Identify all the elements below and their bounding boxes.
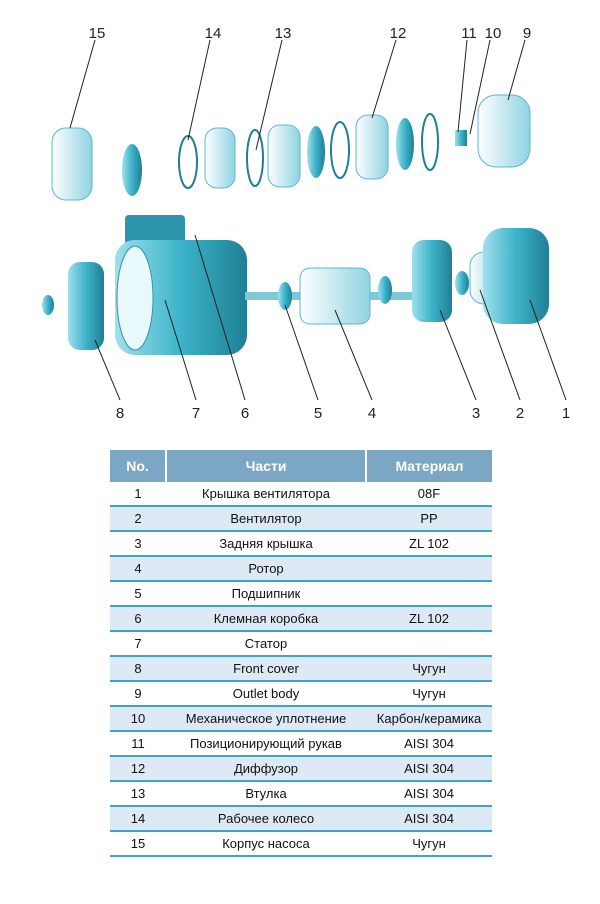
- cell-number: 12: [110, 756, 166, 782]
- callout-12: 12: [390, 25, 407, 42]
- cell-material: Чугун: [366, 681, 492, 707]
- cell-material: Чугун: [366, 831, 492, 857]
- cell-part: Задняя крышка: [166, 531, 366, 557]
- cell-part: Позиционирующий рукав: [166, 731, 366, 757]
- cell-number: 9: [110, 681, 166, 707]
- callout-10: 10: [485, 25, 502, 42]
- cell-part: Подшипник: [166, 581, 366, 607]
- cell-number: 1: [110, 482, 166, 507]
- cell-material: Карбон/керамика: [366, 706, 492, 732]
- cell-number: 3: [110, 531, 166, 557]
- cell-number: 13: [110, 781, 166, 807]
- cell-number: 7: [110, 631, 166, 657]
- cell-part: Втулка: [166, 781, 366, 807]
- callout-3: 3: [472, 405, 480, 422]
- pump-parts-top: [51, 94, 531, 201]
- header-material: Материал: [365, 450, 492, 482]
- cell-material: AISI 304: [366, 731, 492, 757]
- front-cover-part: [68, 262, 104, 350]
- o-ring-part: [178, 135, 198, 189]
- cell-material: PP: [366, 506, 492, 532]
- cell-material: 08F: [366, 482, 492, 507]
- cell-number: 5: [110, 581, 166, 607]
- header-part: Части: [165, 450, 366, 482]
- callout-11: 11: [461, 25, 477, 42]
- header-no: No.: [110, 450, 166, 482]
- cell-part: Вентилятор: [166, 506, 366, 532]
- cell-part: Механическое уплотнение: [166, 706, 366, 732]
- impeller-part: [122, 144, 142, 196]
- cell-material: Чугун: [366, 656, 492, 682]
- callout-7: 7: [192, 405, 200, 422]
- leader-lines: [69, 39, 567, 401]
- callout-8: 8: [116, 405, 124, 422]
- cell-material: AISI 304: [366, 781, 492, 807]
- cell-part: Ротор: [166, 556, 366, 582]
- cell-number: 2: [110, 506, 166, 532]
- cell-part: Крышка вентилятора: [166, 482, 366, 507]
- cell-part: Рабочее колесо: [166, 806, 366, 832]
- cell-material: ZL 102: [366, 606, 492, 632]
- cell-number: 11: [110, 731, 166, 757]
- pump-parts-bottom: [42, 215, 549, 355]
- cell-number: 6: [110, 606, 166, 632]
- cell-material: AISI 304: [366, 756, 492, 782]
- callout-15: 15: [89, 25, 106, 42]
- cell-part: Front cover: [166, 656, 366, 682]
- callout-4: 4: [368, 405, 376, 422]
- diffuser-part: [204, 127, 236, 189]
- callout-9: 9: [523, 25, 531, 42]
- cell-number: 8: [110, 656, 166, 682]
- callout-6: 6: [241, 405, 249, 422]
- cell-number: 4: [110, 556, 166, 582]
- fan-cover-part: [483, 228, 549, 324]
- cell-part: Корпус насоса: [166, 831, 366, 857]
- callout-14: 14: [205, 25, 222, 42]
- outlet-body-part: [477, 94, 531, 168]
- callout-13: 13: [275, 25, 292, 42]
- cell-part: Клемная коробка: [166, 606, 366, 632]
- rotor-part: [299, 267, 371, 325]
- callout-5: 5: [314, 405, 322, 422]
- cell-material: [366, 581, 492, 607]
- terminal-box-part: [125, 215, 185, 245]
- cell-part: Outlet body: [166, 681, 366, 707]
- cell-part: Диффузор: [166, 756, 366, 782]
- pump-body-part: [51, 127, 93, 201]
- callouts-bottom: 8 7 6 5 4 3 2 1: [116, 405, 570, 422]
- cell-material: ZL 102: [366, 531, 492, 557]
- cell-number: 14: [110, 806, 166, 832]
- callout-1: 1: [562, 405, 570, 422]
- cell-material: [366, 556, 492, 582]
- exploded-pump-diagram: 15 14 13 12 11 10 9 8 7 6 5 4 3 2 1: [42, 25, 570, 422]
- cell-part: Статор: [166, 631, 366, 657]
- cell-number: 15: [110, 831, 166, 857]
- callouts-top: 15 14 13 12 11 10 9: [89, 25, 532, 42]
- cell-number: 10: [110, 706, 166, 732]
- rear-cover-part: [412, 240, 452, 322]
- cell-material: AISI 304: [366, 806, 492, 832]
- callout-2: 2: [516, 405, 524, 422]
- cell-material: [366, 631, 492, 657]
